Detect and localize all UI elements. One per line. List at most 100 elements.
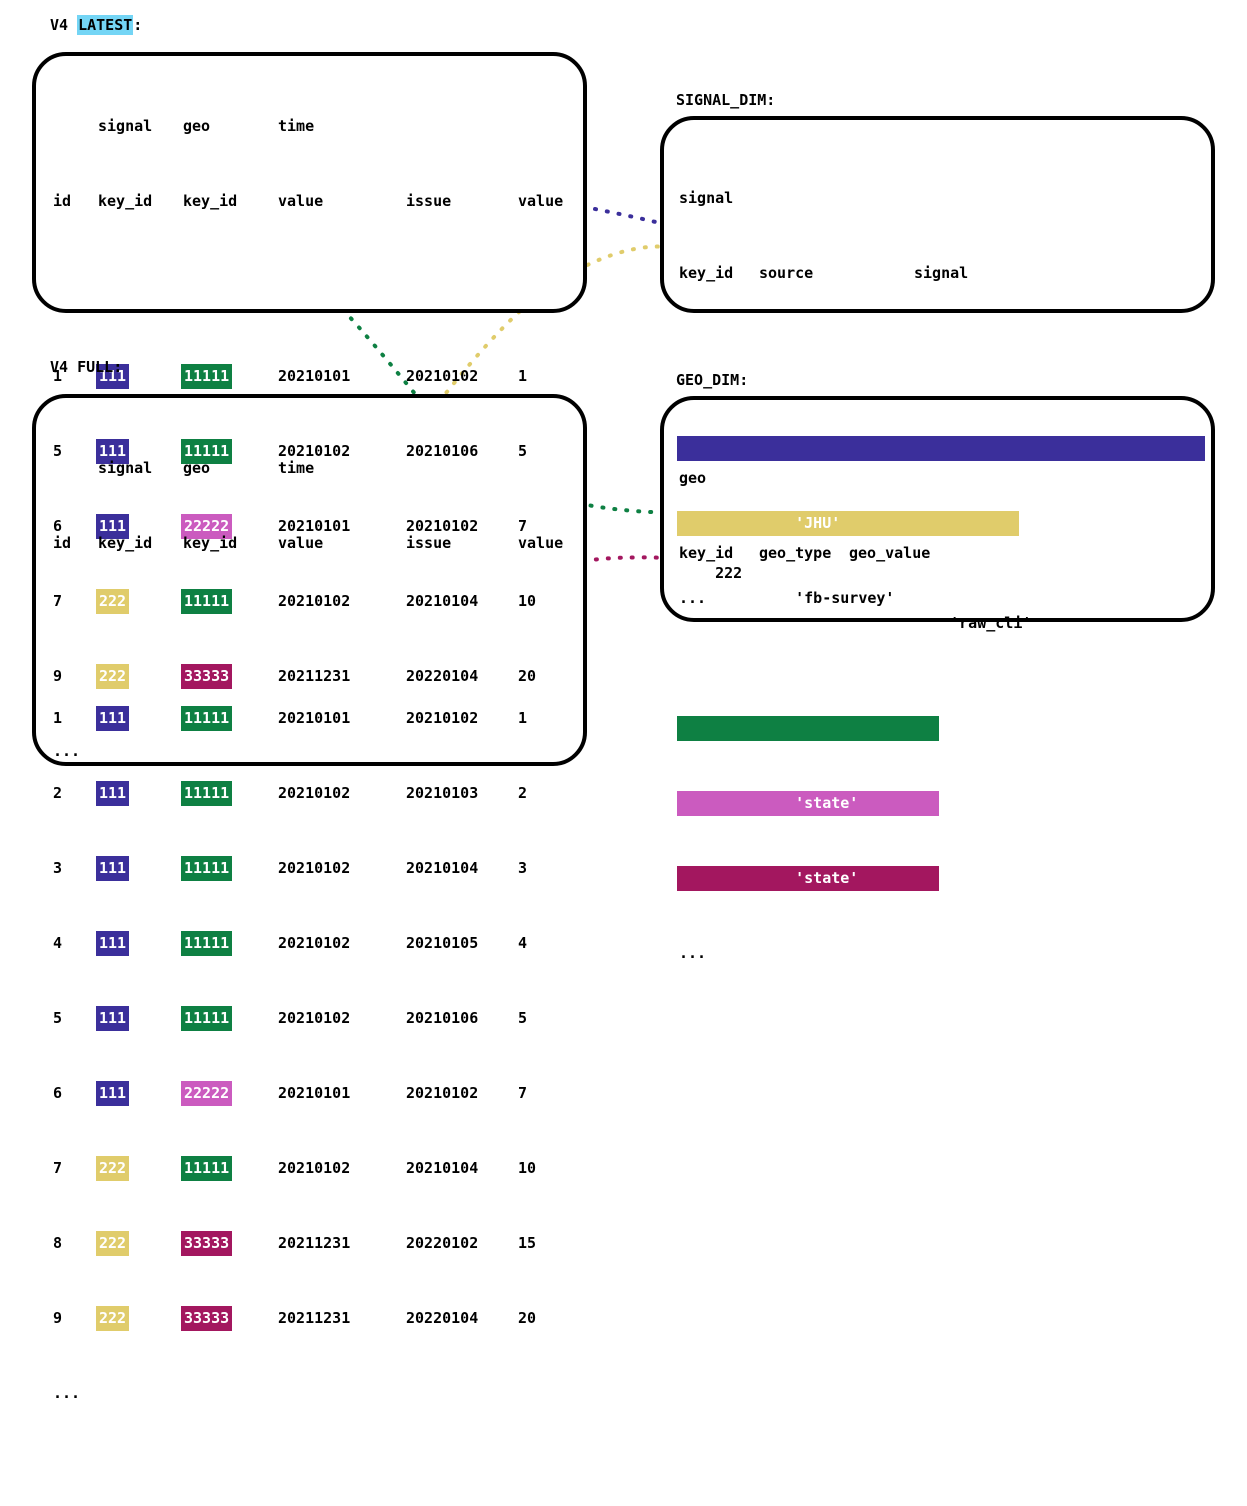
header-signal-keyid: key_id xyxy=(98,534,153,552)
cell-id: 2 xyxy=(53,784,63,802)
caption-latest-suffix: : xyxy=(133,16,143,34)
cell-issue: 20210102 xyxy=(406,367,479,385)
table-ellipsis: ... xyxy=(679,589,707,607)
table-row: 5 111 11111 20210102 20210106 5 xyxy=(53,1006,527,1031)
cell-geo-key-id: 11111 xyxy=(181,931,233,956)
table-row: 222 'fb-survey' 'raw_cli' xyxy=(677,511,1031,632)
cell-value: 10 xyxy=(518,592,537,610)
header-geo: geo xyxy=(183,459,211,477)
header-issue: issue xyxy=(406,192,452,210)
cell-signal-key-id: 111 xyxy=(96,514,130,539)
caption-v4-latest: V4 LATEST: xyxy=(50,15,143,35)
cell-signal: 'raw_cli' xyxy=(950,614,1032,632)
cell-id: 8 xyxy=(53,1234,63,1252)
header-value-2: value xyxy=(518,534,564,552)
header-key-id: key_id xyxy=(679,544,734,562)
cell-id: 5 xyxy=(53,442,63,460)
cell-signal-key-id: 222 xyxy=(96,664,130,689)
cell-issue: 20210102 xyxy=(406,1084,479,1102)
header-value: value xyxy=(278,534,324,552)
cell-time-value: 20211231 xyxy=(278,667,351,685)
cell-geo-key-id: 11111 xyxy=(181,364,233,389)
cell-geo-key-id: 11111 xyxy=(181,781,233,806)
cell-key-id: 111 xyxy=(715,489,743,507)
cell-time-value: 20210102 xyxy=(278,934,351,952)
cell-source: 'JHU' xyxy=(795,514,841,532)
cell-signal-key-id: 222 xyxy=(96,589,130,614)
cell-geo-key-id: 33333 xyxy=(181,1306,233,1331)
cell-issue: 20210104 xyxy=(406,859,479,877)
cell-issue: 20210106 xyxy=(406,442,479,460)
cell-signal-key-id: 111 xyxy=(96,364,130,389)
table-ellipsis-row: ... xyxy=(53,1381,89,1406)
cell-id: 7 xyxy=(53,592,63,610)
cell-issue: 20210102 xyxy=(406,709,479,727)
cell-time-value: 20210102 xyxy=(278,784,351,802)
cell-time-value: 20210101 xyxy=(278,709,351,727)
cell-id: 3 xyxy=(53,859,63,877)
cell-issue: 20210103 xyxy=(406,784,479,802)
header-signal: signal xyxy=(98,117,153,135)
cell-signal: 'confirmed_cumulative_num' xyxy=(950,539,1185,557)
caption-signal-dim: SIGNAL_DIM: xyxy=(676,91,776,109)
cell-id: 6 xyxy=(53,1084,63,1102)
table-row: 22222 'state' 'ny' xyxy=(677,791,939,912)
cell-geo-type: 'state' xyxy=(795,944,859,962)
caption-latest-prefix: V4 xyxy=(50,16,78,34)
table-spacer xyxy=(53,606,89,631)
cell-value: 2 xyxy=(518,784,528,802)
cell-issue: 20210105 xyxy=(406,934,479,952)
caption-geo-dim: GEO_DIM: xyxy=(676,371,749,389)
cell-geo-type: 'state' xyxy=(795,794,859,812)
cell-id: 5 xyxy=(53,1009,63,1027)
cell-issue: 20220104 xyxy=(406,1309,479,1327)
header-value: value xyxy=(278,192,324,210)
cell-value: 20 xyxy=(518,667,537,685)
header-geo-type: geo_type xyxy=(759,544,832,562)
cell-geo-key-id: 33333 xyxy=(181,1231,233,1256)
header-geo: geo xyxy=(183,117,211,135)
table-ellipsis: ... xyxy=(679,944,707,962)
cell-signal-key-id: 111 xyxy=(96,439,130,464)
table-row: 9 222 33333 20211231 20220104 20 xyxy=(53,1306,536,1331)
cell-signal-key-id: 111 xyxy=(96,706,130,731)
header-signal-col: signal xyxy=(914,264,969,282)
cell-signal-key-id: 222 xyxy=(96,1306,130,1331)
cell-value: 7 xyxy=(518,1084,528,1102)
cell-time-value: 20210102 xyxy=(278,592,351,610)
cell-id: 1 xyxy=(53,367,63,385)
cell-geo-key-id: 22222 xyxy=(181,1081,233,1106)
cell-source: 'fb-survey' xyxy=(795,589,895,607)
table-ellipsis-row: ... xyxy=(53,739,89,764)
cell-issue: 20210104 xyxy=(406,592,479,610)
cell-issue: 20210106 xyxy=(406,1009,479,1027)
cell-issue: 20210104 xyxy=(406,1159,479,1177)
table-spacer xyxy=(53,264,89,289)
header-signal: signal xyxy=(98,459,153,477)
table-ellipsis-row: ... xyxy=(679,586,950,611)
cell-time-value: 20210102 xyxy=(278,1009,351,1027)
cell-value: 1 xyxy=(518,367,528,385)
table-header-row-2: key_id source signal xyxy=(679,261,968,286)
cell-key-id: 22222 xyxy=(715,844,761,862)
header-time: time xyxy=(278,117,315,135)
header-issue: issue xyxy=(406,534,452,552)
table-header-row-2: id key_id key_id value issue value xyxy=(53,531,563,556)
cell-geo-key-id: 11111 xyxy=(181,589,233,614)
cell-time-value: 20210102 xyxy=(278,859,351,877)
table-row: 11111 'state' 'pa' xyxy=(677,716,939,837)
cell-time-value: 20210102 xyxy=(278,1159,351,1177)
cell-signal-key-id: 111 xyxy=(96,931,130,956)
header-id: id xyxy=(53,534,72,552)
table-spacer xyxy=(679,336,950,361)
table-ellipsis: ... xyxy=(53,742,81,760)
table-row: 8 222 33333 20211231 20220102 15 xyxy=(53,1231,536,1256)
geo-dim-table: geo key_id geo_type geo_value 11111 'sta… xyxy=(677,416,939,991)
cell-geo-value: 'oh' xyxy=(885,969,922,987)
table-header-row-2: id key_id key_id value issue value xyxy=(53,189,563,214)
cell-id: 1 xyxy=(53,709,63,727)
table-row: 33333 'state' 'oh' xyxy=(677,866,939,987)
table-row: 6 111 22222 20210101 20210102 7 xyxy=(53,1081,527,1106)
table-header-row-1: signal geo time xyxy=(53,114,314,139)
cell-value: 4 xyxy=(518,934,528,952)
